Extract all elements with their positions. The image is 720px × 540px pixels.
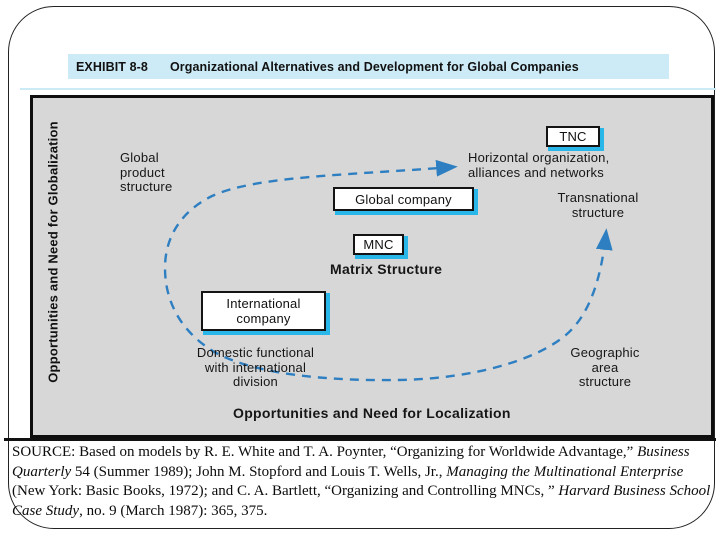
exhibit-title: Organizational Alternatives and Developm… xyxy=(169,59,579,74)
box-global-company: Global company xyxy=(333,187,474,211)
dashed-spiral-path xyxy=(163,159,613,382)
source-note: SOURCE: Based on models by R. E. White a… xyxy=(12,444,711,519)
exhibit-label: EXHIBIT 8-8 xyxy=(76,59,148,74)
label-geographic-area: Geographic area structure xyxy=(570,345,640,389)
localization-axis-label: Opportunities and Need for Localization xyxy=(233,405,511,421)
slide-border xyxy=(8,6,715,529)
label-matrix-structure: Matrix Structure xyxy=(330,261,443,277)
label-transnational-structure: Transnational structure xyxy=(557,190,639,220)
label-global-product-structure: Global product structure xyxy=(120,150,173,194)
box-tnc: TNC xyxy=(546,126,600,147)
exhibit-header: EXHIBIT 8-8 Organizational Alternatives … xyxy=(68,54,669,79)
label-horizontal-organization: Horizontal organization, alliances and n… xyxy=(468,150,610,180)
box-international-company: International company xyxy=(201,291,326,331)
header-underline xyxy=(20,88,716,90)
source-divider xyxy=(4,438,716,441)
label-domestic-functional: Domestic functional with international d… xyxy=(196,345,315,389)
box-mnc: MNC xyxy=(353,234,404,255)
globalization-axis-label: Opportunities and Need for Globalization xyxy=(45,121,61,383)
